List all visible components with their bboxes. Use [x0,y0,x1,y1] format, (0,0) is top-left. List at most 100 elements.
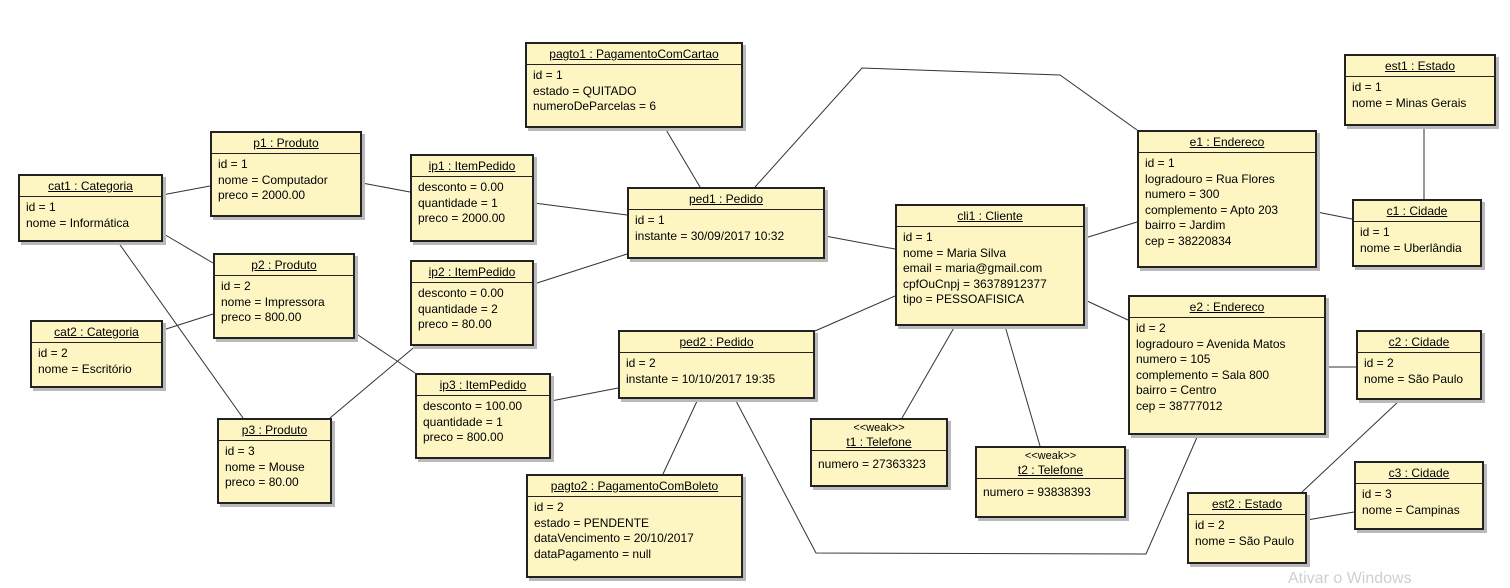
attribute: preco = 800.00 [423,430,504,444]
attribute: preco = 80.00 [418,317,492,331]
attribute: id = 2 [1364,356,1394,370]
attribute: bairro = Jardim [1145,218,1226,232]
object-ped2-pedido[interactable]: ped2 : Pedido id = 2 instante = 10/10/20… [618,330,815,399]
attribute: dataVencimento = 20/10/2017 [534,531,694,545]
object-pagto1-pagamentocomcartao[interactable]: pagto1 : PagamentoComCartao id = 1 estad… [525,42,743,128]
link-pagto1-ped1 [664,127,701,188]
attribute: nome = Campinas [1362,502,1460,517]
attribute: numero = 300 [1145,187,1220,201]
object-title: c1 : Cidade [1386,204,1448,218]
link-ip2-ped1 [533,253,628,285]
attribute: id = 3 [1362,487,1392,501]
attribute: preco = 2000.00 [218,188,306,202]
attribute: id = 2 [626,356,656,370]
object-title: est1 : Estado [1384,59,1456,73]
attribute: id = 1 [218,157,248,171]
link-pagto2-ped2 [662,398,699,475]
object-title: e1 : Endereco [1189,135,1265,149]
object-ip3-itempedido[interactable]: ip3 : ItemPedido desconto = 100.00 quant… [415,373,551,459]
object-title: est2 : Estado [1211,497,1283,511]
attribute: id = 1 [1360,225,1390,239]
object-title: ped2 : Pedido [679,335,754,349]
object-c3-cidade[interactable]: c3 : Cidade id = 3 nome = Campinas [1354,461,1484,530]
object-pagto2-pagamentocomboleto[interactable]: pagto2 : PagamentoComBoleto id = 2 estad… [526,474,743,578]
object-title: t2 : Telefone [1017,463,1084,477]
object-p3-produto[interactable]: p3 : Produto id = 3 nome = Mouse preco =… [217,418,332,504]
attribute: nome = Minas Gerais [1352,95,1467,110]
link-ped1-cli1 [824,235,896,250]
attribute: preco = 800.00 [221,310,302,324]
attribute: nome = São Paulo [1364,371,1464,386]
link-cat1-p1 [161,185,211,196]
object-p2-produto[interactable]: p2 : Produto id = 2 nome = Impressora pr… [213,253,355,339]
link-cli1-e2 [1084,299,1129,321]
link-p2-ip3 [354,332,416,374]
object-e1-endereco[interactable]: e1 : Endereco id = 1 logradouro = Rua Fl… [1137,130,1317,268]
object-title: ip1 : ItemPedido [428,159,516,173]
object-title: t1 : Telefone [846,435,912,449]
attribute: cep = 38777012 [1136,398,1223,413]
attribute: nome = Computador [218,172,328,187]
object-title: ip2 : ItemPedido [428,265,516,279]
object-ip1-itempedido[interactable]: ip1 : ItemPedido desconto = 0.00 quantid… [410,154,534,242]
object-cat1-categoria[interactable]: cat1 : Categoria id = 1 nome = Informáti… [18,174,163,242]
link-p1-ip1 [361,182,411,193]
attribute: id = 1 [533,68,563,82]
object-c1-cidade[interactable]: c1 : Cidade id = 1 nome = Uberlândia [1352,199,1482,267]
attribute: id = 3 [225,444,255,458]
attribute: complemento = Sala 800 [1136,367,1270,382]
attribute: logradouro = Rua Flores [1145,171,1275,186]
attribute: logradouro = Avenida Matos [1136,336,1286,351]
attribute: bairro = Centro [1136,383,1217,397]
windows-activation-watermark: Ativar o Windows [1288,570,1412,587]
attribute: desconto = 0.00 [418,180,504,194]
object-ped1-pedido[interactable]: ped1 : Pedido id = 1 instante = 30/09/20… [627,187,825,259]
attribute: nome = Informática [26,215,130,230]
attribute: nome = Impressora [221,294,325,309]
object-c2-cidade[interactable]: c2 : Cidade id = 2 nome = São Paulo [1356,330,1482,400]
object-title: cli1 : Cliente [957,209,1023,223]
link-ped2-e2 [734,398,1199,555]
object-title: pagto1 : PagamentoComCartao [549,47,719,61]
object-t2-telefone[interactable]: <<weak>> t2 : Telefone numero = 93838393 [975,446,1126,518]
link-cat2-p2 [162,313,214,331]
object-cli1-cliente[interactable]: cli1 : Cliente id = 1 nome = Maria Silva… [895,204,1085,326]
object-e2-endereco[interactable]: e2 : Endereco id = 2 logradouro = Avenid… [1128,295,1326,435]
attribute: id = 2 [221,279,251,293]
attribute: id = 2 [1136,321,1166,335]
object-cat2-categoria[interactable]: cat2 : Categoria id = 2 nome = Escritóri… [30,320,163,388]
object-title: e2 : Endereco [1189,300,1265,314]
attribute: quantidade = 1 [418,195,498,210]
attribute: instante = 10/10/2017 19:35 [626,371,776,386]
attribute: nome = Mouse [225,459,305,474]
attribute: estado = PENDENTE [534,515,650,530]
attribute: quantidade = 2 [418,301,498,316]
attribute: preco = 2000.00 [418,211,506,225]
attribute: nome = Escritório [38,361,132,376]
attribute: cep = 38220834 [1145,233,1232,248]
link-cli1-t1 [901,325,956,419]
link-ped1-e1 [754,67,1138,188]
attribute: dataPagamento = null [534,546,652,561]
object-ip2-itempedido[interactable]: ip2 : ItemPedido desconto = 0.00 quantid… [410,260,534,346]
attribute: estado = QUITADO [533,83,637,98]
link-p3-ip2 [329,343,419,419]
object-p1-produto[interactable]: p1 : Produto id = 1 nome = Computador pr… [210,131,362,217]
object-est2-estado[interactable]: est2 : Estado id = 2 nome = São Paulo [1187,492,1307,564]
attribute: preco = 80.00 [225,475,299,489]
attribute: id = 1 [1352,80,1382,94]
attribute: nome = São Paulo [1195,533,1295,548]
link-cli1-t2 [1004,325,1041,447]
attribute: desconto = 100.00 [423,399,523,413]
stereotype-label: <<weak>> [1024,450,1077,462]
attribute: id = 1 [903,230,933,244]
attribute: numeroDeParcelas = 6 [533,99,657,113]
object-title: p2 : Produto [251,258,317,272]
attribute: id = 2 [534,500,564,514]
attribute: tipo = PESSOAFISICA [903,292,1025,306]
attribute: id = 1 [1145,156,1175,170]
object-est1-estado[interactable]: est1 : Estado id = 1 nome = Minas Gerais [1344,54,1496,126]
object-t1-telefone[interactable]: <<weak>> t1 : Telefone numero = 27363323 [810,418,948,487]
object-title: ip3 : ItemPedido [439,378,527,392]
